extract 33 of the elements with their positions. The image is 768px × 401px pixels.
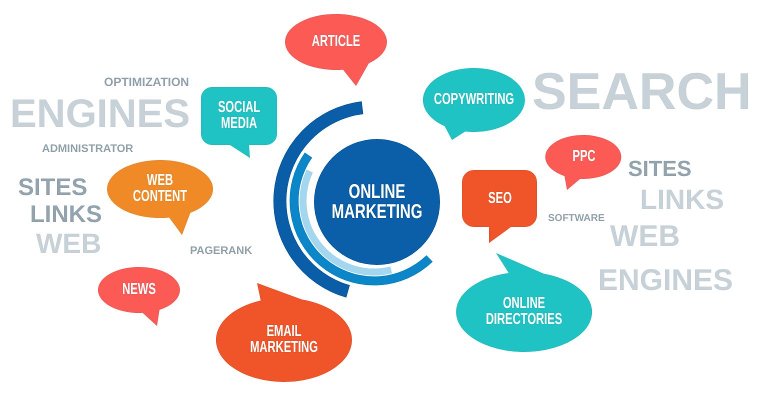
background-word: WEB — [610, 222, 680, 252]
center-circle — [314, 139, 440, 265]
speech-bubble — [545, 134, 622, 191]
background-word: ENGINES — [598, 266, 734, 296]
background-word: SITES — [628, 158, 692, 180]
background-word: LINKS — [30, 203, 102, 227]
speech-bubble — [215, 282, 353, 383]
background-word: ADMINISTRATOR — [42, 144, 134, 155]
bubble-label: ARTICLE — [312, 34, 360, 50]
speech-bubble — [97, 266, 182, 328]
bubble-label: SEO — [488, 190, 512, 206]
bubble-label: ONLINE DIRECTORIES — [486, 296, 562, 328]
background-word: LINKS — [640, 186, 724, 214]
bubble-label: NEWS — [122, 282, 156, 298]
bubble-label: SOCIAL MEDIA — [218, 100, 260, 132]
background-word: ENGINES — [10, 94, 190, 134]
speech-bubble — [422, 67, 526, 141]
background-word: WEB — [36, 230, 102, 258]
speech-bubble — [461, 169, 538, 245]
background-word: SEARCH — [532, 66, 752, 118]
bubble-label: PPC — [572, 149, 596, 165]
bubble-label: WEB CONTENT — [132, 173, 188, 205]
speech-bubble — [455, 252, 592, 353]
background-word: SOFTWARE — [548, 214, 605, 224]
bubble-label: EMAIL MARKETING — [250, 324, 318, 356]
speech-bubble — [106, 159, 214, 237]
speech-bubble — [284, 13, 388, 88]
background-word: PAGERANK — [190, 246, 252, 257]
background-word: OPTIMIZATION — [104, 76, 190, 88]
bubble-label: COPYWRITING — [434, 92, 514, 108]
background-word: SITES — [18, 176, 88, 200]
center-label: ONLINE MARKETING — [332, 182, 422, 222]
speech-bubble — [200, 86, 278, 159]
